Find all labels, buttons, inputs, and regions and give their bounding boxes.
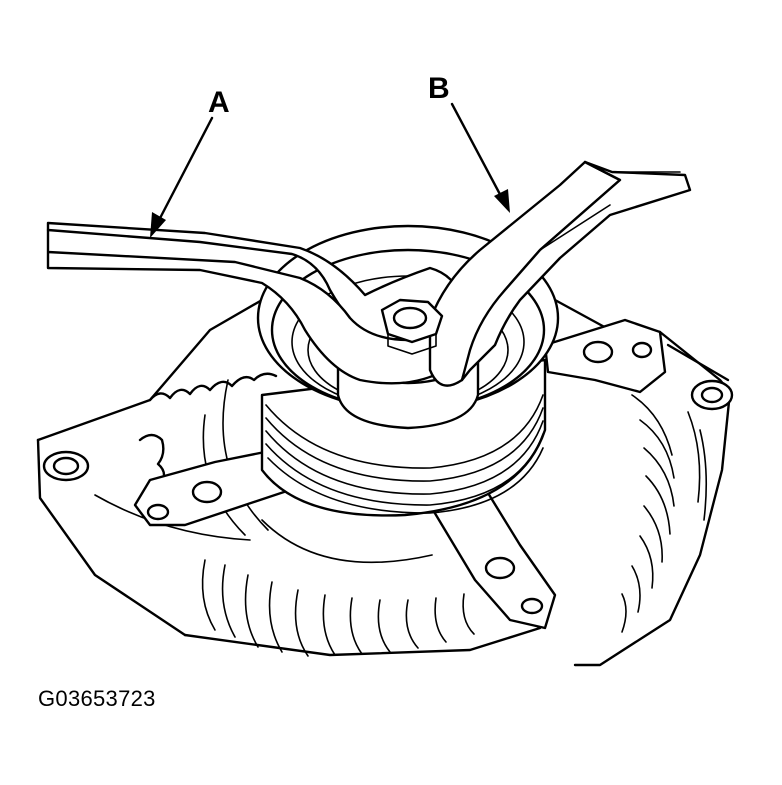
callout-b-label: B [428,72,450,105]
callout-b: B [428,72,510,213]
callout-a-label: A [208,86,230,119]
figure-code: G03653723 [38,686,156,711]
callout-a: A [150,86,230,238]
arrowhead-icon [150,212,166,238]
alternator-housing [36,298,734,667]
arrowhead-icon [494,189,510,213]
pulley-nut [380,298,444,355]
wrench-b [428,160,692,387]
